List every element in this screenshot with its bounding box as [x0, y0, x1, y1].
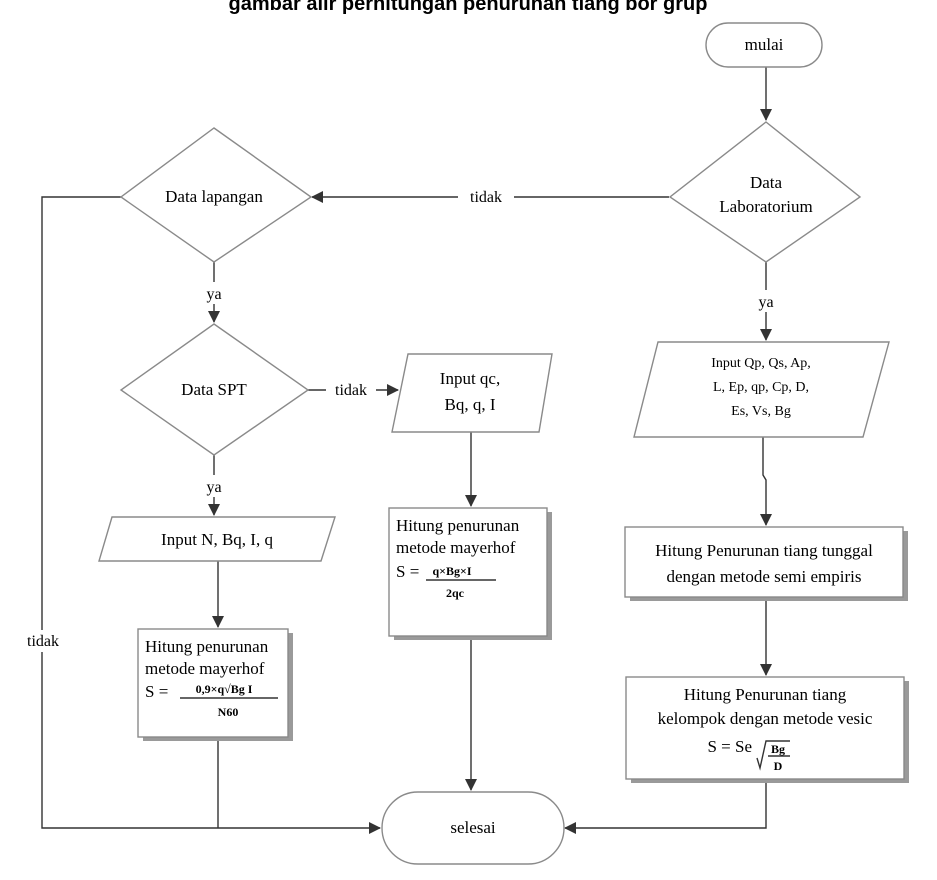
cpt-input-node: Input qc, Bq, q, I [391, 353, 553, 433]
cpt-formula-num: q×Bg×I [432, 564, 471, 578]
edge-field-to-end [41, 196, 381, 834]
lab-input-node: Input Qp, Qs, Ap, L, Ep, qp, Cp, D, Es, … [633, 341, 890, 438]
group-calc-line-2: kelompok dengan metode vesic [658, 709, 873, 728]
group-formula-num: Bg [771, 742, 785, 756]
field-decision-label: Data lapangan [165, 187, 263, 206]
lab-input-line-2: L, Ep, qp, Cp, D, [713, 380, 809, 395]
edge-group-to-end [564, 779, 767, 834]
end-node: selesai [381, 791, 565, 865]
spt-decision-label: Data SPT [181, 380, 247, 399]
connectors [41, 67, 772, 834]
lab-decision-node: Data Laboratorium [668, 121, 862, 263]
single-calc-line-2: dengan metode semi empiris [667, 567, 862, 586]
cpt-input-line-1: Input qc, [440, 369, 500, 388]
end-label: selesai [450, 818, 496, 837]
lab-input-line-1: Input Qp, Qs, Ap, [711, 356, 811, 371]
spt-input-label: Input N, Bq, I, q [161, 530, 273, 549]
group-formula-sqrt [756, 740, 790, 771]
edge-labels: tidak ya ya tidak tidak ya [20, 186, 782, 652]
spt-formula-num: 0,9×q√Bg I [196, 682, 253, 696]
spt-calc-node: Hitung penurunan metode mayerhof S = 0,9… [137, 628, 293, 741]
single-calc-line-1: Hitung Penurunan tiang tunggal [655, 541, 873, 560]
spt-decision-node: Data SPT [119, 323, 310, 456]
group-formula-den: D [774, 759, 783, 773]
edge-input-to-single [760, 437, 772, 526]
cpt-calc-line-1: Hitung penurunan [396, 516, 520, 535]
group-formula-lhs: S = Se [707, 737, 752, 756]
cpt-calc-node: Hitung penurunan metode mayerhof S = q×B… [388, 507, 552, 640]
spt-formula-den: N60 [218, 705, 239, 719]
group-calc-node: Hitung Penurunan tiang kelompok dengan m… [625, 676, 909, 783]
label-spt-yes: ya [206, 479, 221, 496]
spt-input-node: Input N, Bq, I, q [98, 516, 336, 562]
cpt-formula-lhs: S = [396, 562, 419, 581]
cpt-formula-den: 2qc [446, 586, 465, 600]
label-spt-no: tidak [335, 382, 367, 399]
group-calc-line-1: Hitung Penurunan tiang [684, 685, 847, 704]
cpt-calc-line-2: metode mayerhof [396, 538, 516, 557]
spt-calc-line-2: metode mayerhof [145, 659, 265, 678]
start-node: mulai [705, 22, 823, 68]
field-decision-node: Data lapangan [119, 127, 313, 263]
label-field-yes: ya [206, 286, 221, 303]
diagram-title: gambar alir perhitungan penurunan tiang … [229, 0, 708, 15]
lab-decision-line-2: Laboratorium [719, 197, 812, 216]
label-lab-yes: ya [758, 294, 773, 311]
lab-decision-line-1: Data [750, 173, 783, 192]
label-field-no: tidak [27, 633, 59, 650]
cpt-input-line-2: Bq, q, I [445, 395, 496, 414]
spt-formula-lhs: S = [145, 682, 168, 701]
start-label: mulai [745, 35, 784, 54]
lab-input-line-3: Es, Vs, Bg [731, 404, 791, 419]
single-calc-node: Hitung Penurunan tiang tunggal dengan me… [624, 526, 908, 601]
label-lab-no: tidak [470, 189, 502, 206]
spt-calc-line-1: Hitung penurunan [145, 637, 269, 656]
